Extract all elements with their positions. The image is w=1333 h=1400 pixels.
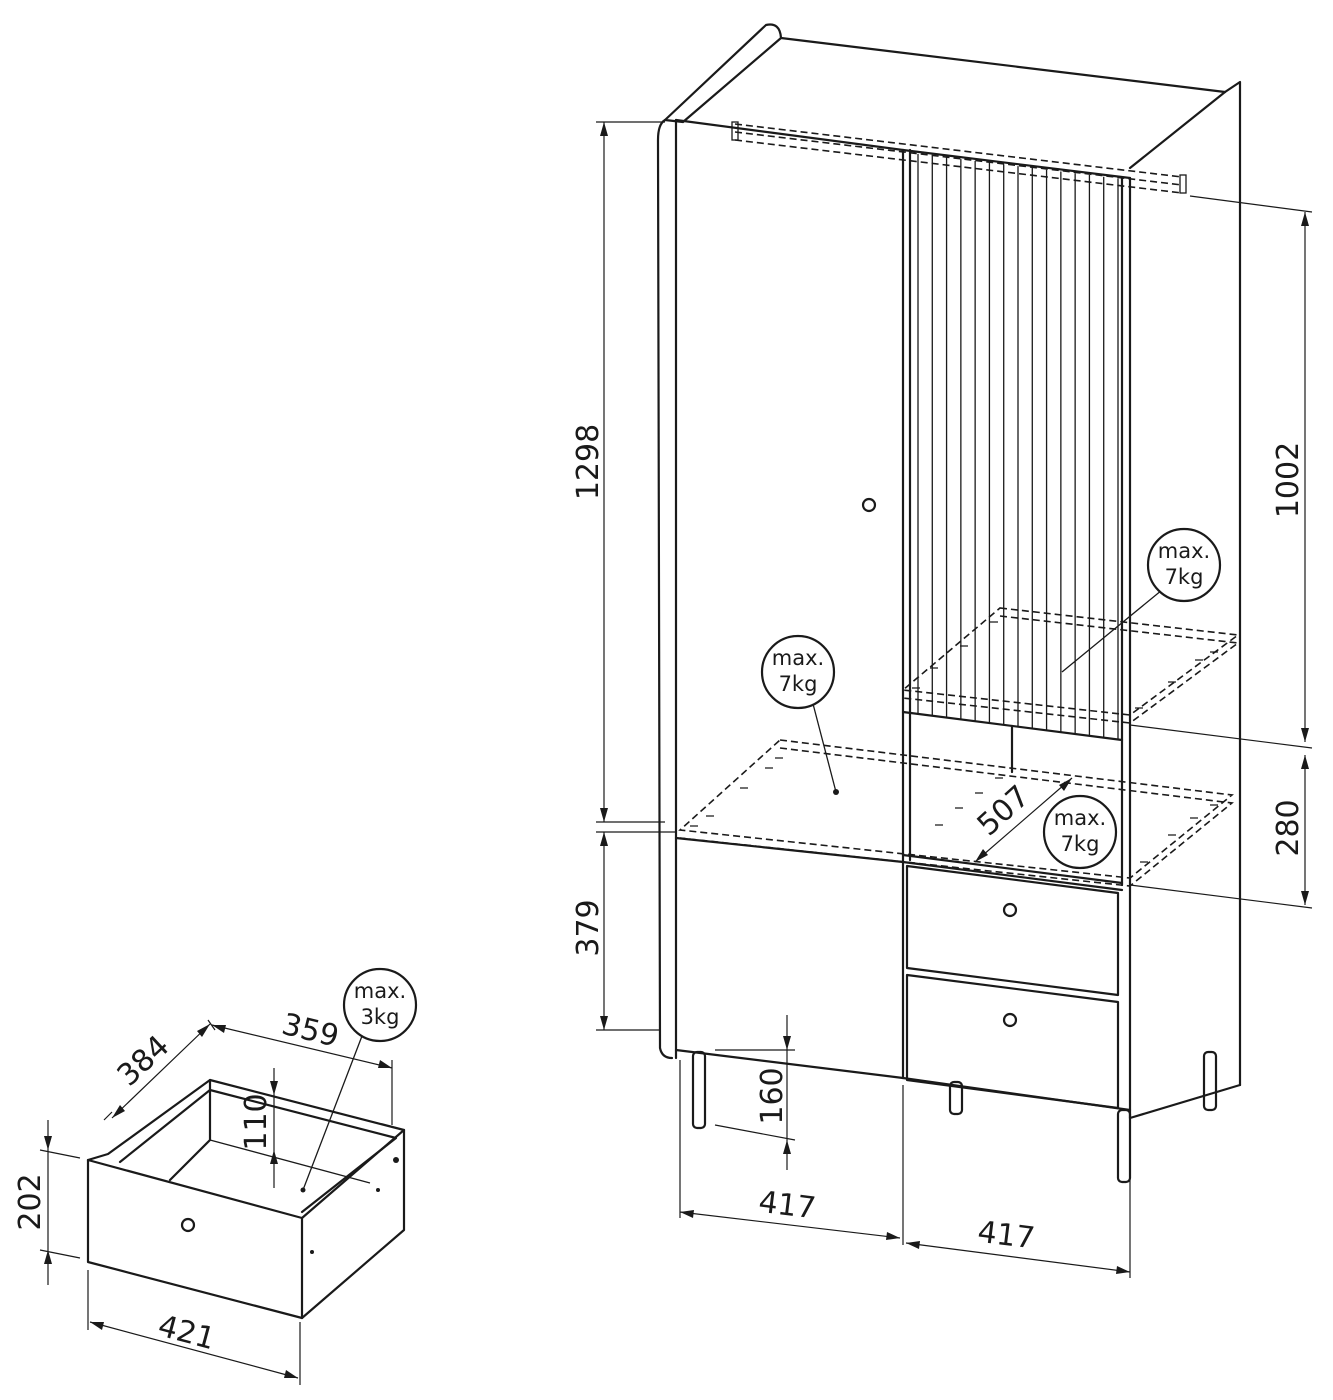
leg-back-right	[1202, 1050, 1218, 1112]
drawer-2	[905, 973, 1120, 1110]
load-badge-drawer	[342, 967, 418, 1043]
dim-202-label: 202	[13, 1173, 48, 1230]
dim-280-label: 280	[1271, 799, 1306, 856]
bottom-section	[674, 836, 1218, 1184]
drawer-knob-icon	[1002, 902, 1018, 918]
door-slats	[917, 153, 1119, 740]
load-callouts: max. 7kg max. 7kg max. 7kg max. 3kg	[302, 527, 1222, 1191]
load-line-1: max.	[1054, 806, 1106, 830]
dim-160-label: 160	[755, 1067, 790, 1124]
dim-421-label: 421	[154, 1309, 218, 1358]
leg-front-right	[1116, 1108, 1132, 1184]
load-badge-right-upper	[1146, 527, 1222, 603]
load-line-2: 7kg	[1061, 832, 1100, 856]
drawer-1	[905, 864, 1120, 997]
load-line-1: max.	[354, 979, 406, 1003]
dim-507-label: 507	[971, 779, 1037, 843]
dim-384-label: 384	[111, 1029, 177, 1094]
dim-1298-label: 1298	[571, 424, 606, 500]
leg-front-left	[691, 1050, 707, 1130]
load-line-2: 3kg	[361, 1005, 400, 1029]
load-line-2: 7kg	[1165, 565, 1204, 589]
load-badge-left	[760, 634, 836, 710]
right-open-compartment	[908, 710, 1124, 887]
load-line-1: max.	[772, 646, 824, 670]
load-line-2: 7kg	[779, 672, 818, 696]
drawer-front	[86, 1158, 304, 1320]
shelf-lower	[678, 739, 1234, 887]
dim-359-label: 359	[278, 1007, 342, 1055]
leg-back-middle	[948, 1080, 964, 1116]
dim-1002-label: 1002	[1271, 442, 1306, 518]
dimension-lines	[39, 121, 1313, 1385]
load-line-1: max.	[1158, 539, 1210, 563]
drawer-detail	[86, 1078, 406, 1320]
dim-379-label: 379	[571, 899, 606, 956]
dim-417-left-label: 417	[757, 1185, 818, 1227]
wardrobe-body	[656, 23, 1242, 1120]
shelf-right-upper	[901, 607, 1241, 724]
load-badge-right-lower	[1042, 794, 1118, 870]
door-knob-icon	[861, 497, 877, 513]
hanging-rail	[731, 121, 1187, 194]
drawer-knob-icon	[180, 1217, 196, 1233]
drawer-knob-icon	[1002, 1012, 1018, 1028]
dim-110-label: 110	[239, 1093, 274, 1150]
dim-417-right-label: 417	[976, 1215, 1037, 1257]
